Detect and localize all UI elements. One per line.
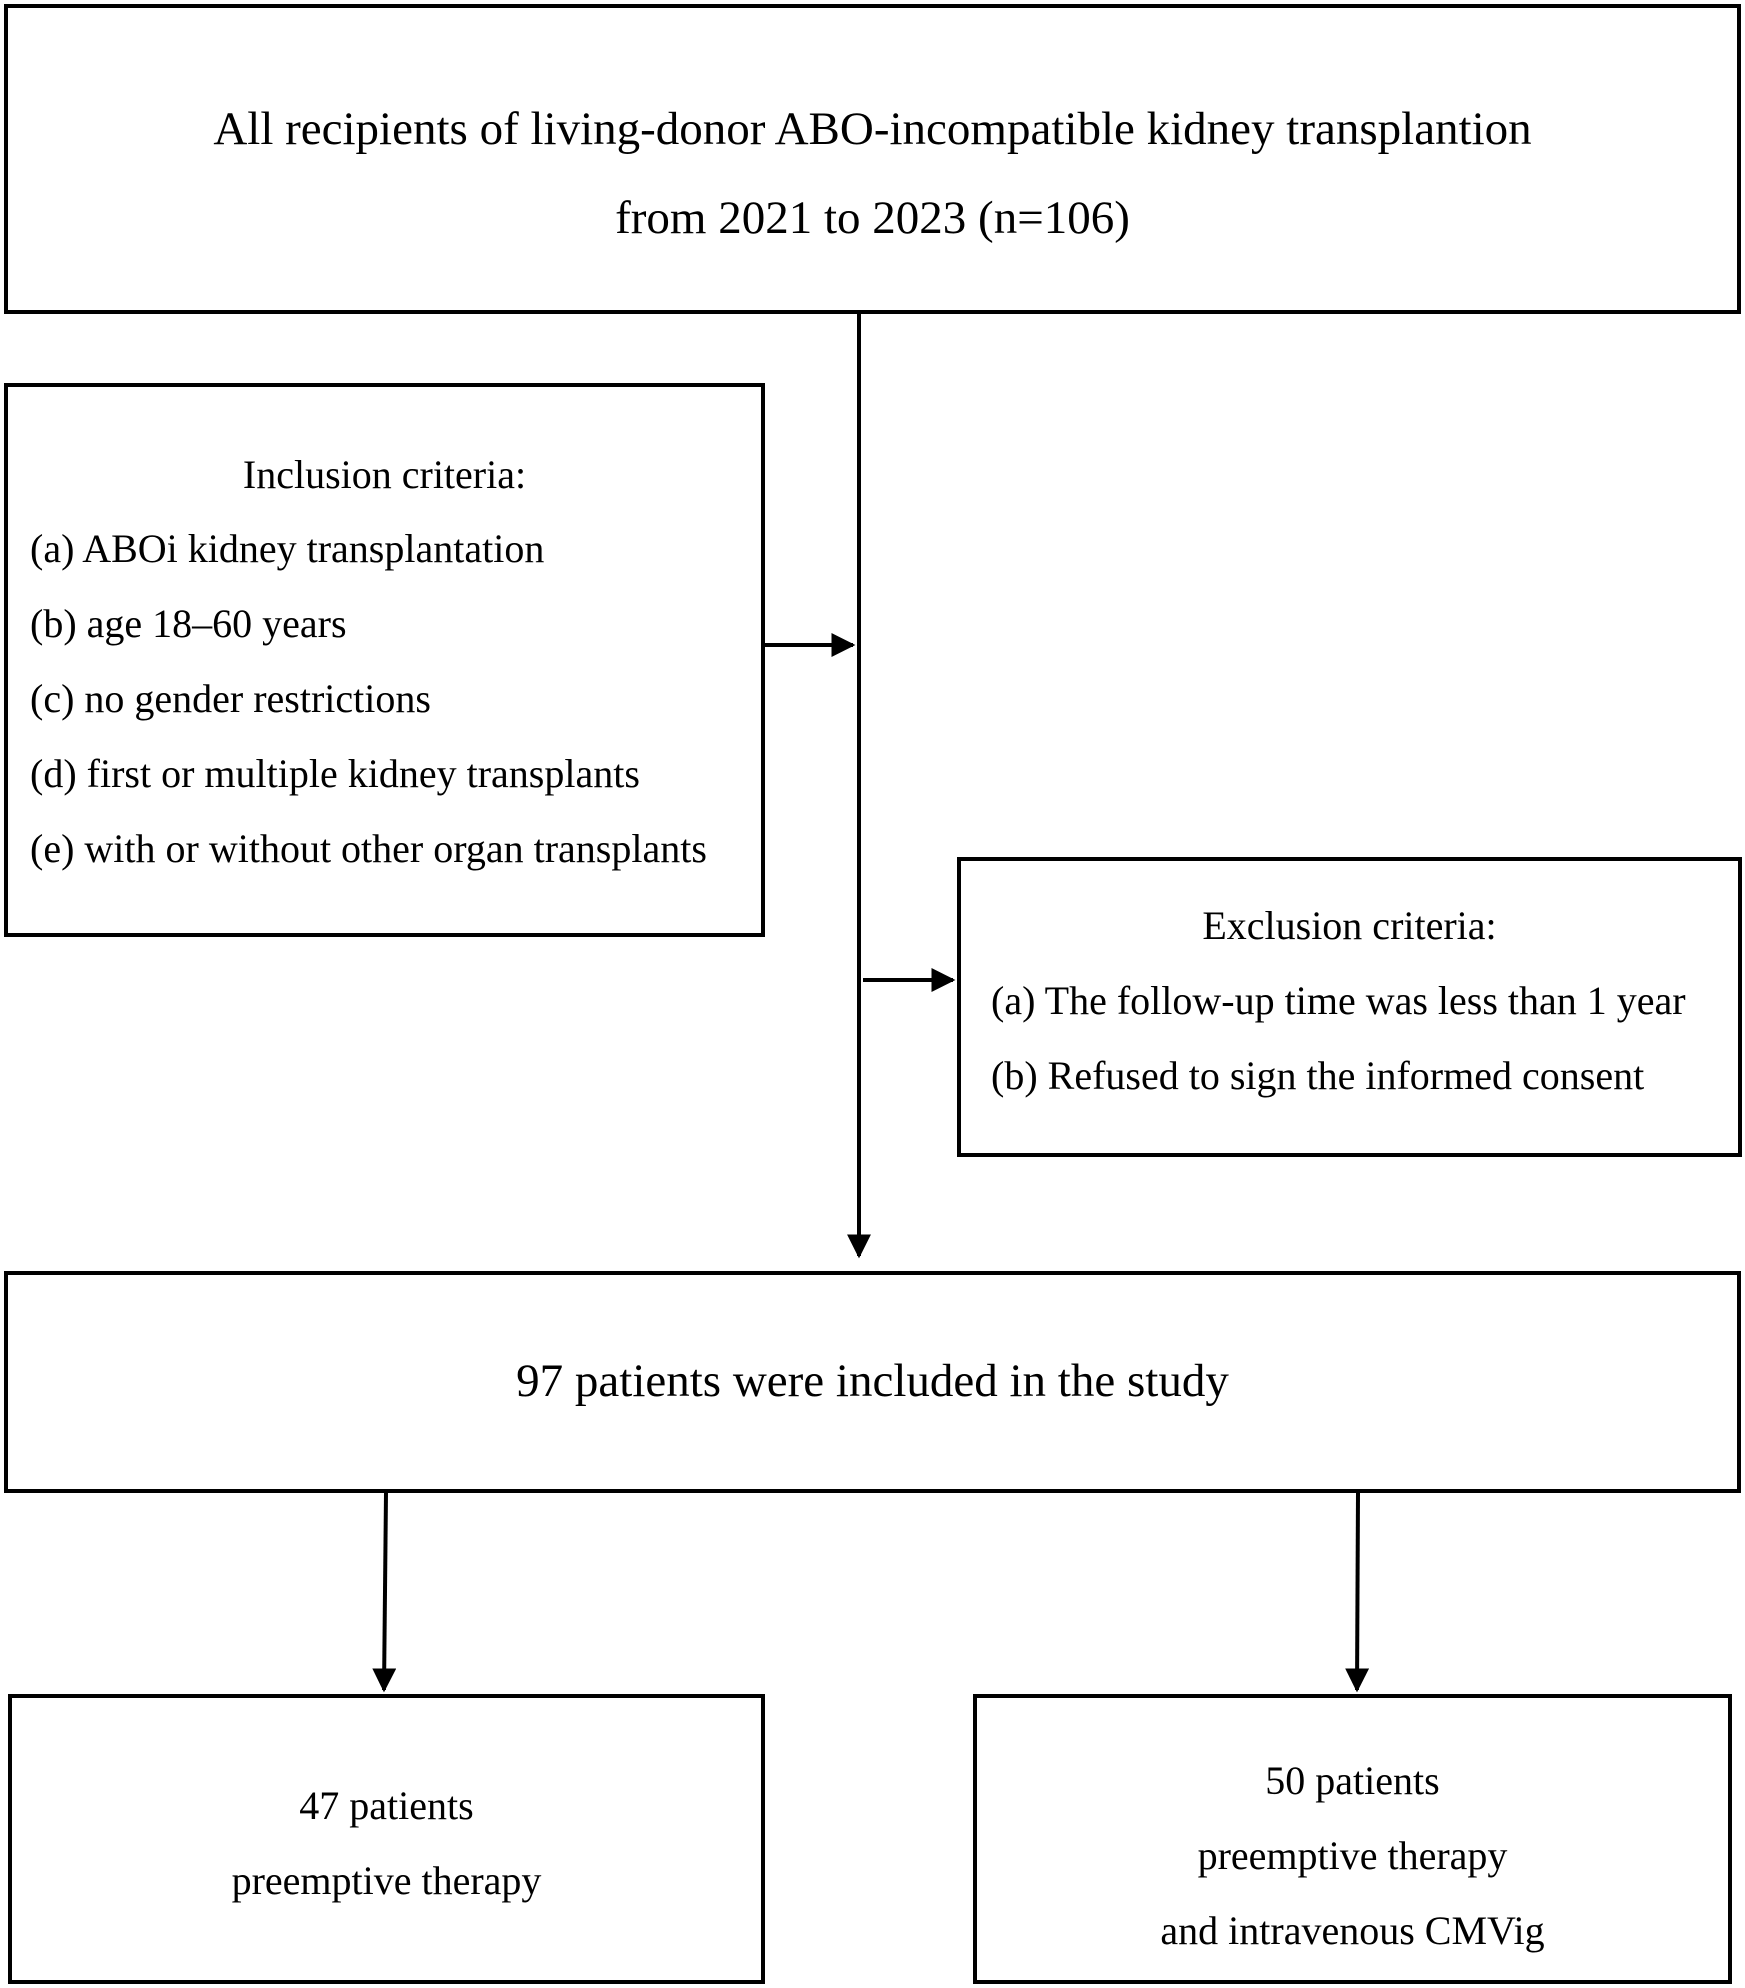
group-left-box: 47 patients preemptive therapy: [8, 1694, 765, 1984]
exclusion-criteria-box: Exclusion criteria: (a) The follow-up ti…: [957, 857, 1742, 1157]
enrollment-line-2: from 2021 to 2023 (n=106): [615, 192, 1130, 244]
inclusion-item-c: (c) no gender restrictions: [30, 676, 431, 721]
inclusion-item-e: (e) with or without other organ transpla…: [30, 826, 707, 871]
inclusion-item-b: (b) age 18–60 years: [30, 601, 347, 646]
group-right-line-2: preemptive therapy: [1197, 1833, 1508, 1878]
inclusion-item-d: (d) first or multiple kidney transplants: [30, 751, 640, 796]
inclusion-item-a: (a) ABOi kidney transplantation: [30, 526, 545, 571]
group-left-line-2: preemptive therapy: [231, 1858, 542, 1903]
enrollment-line-1: All recipients of living-donor ABO-incom…: [213, 103, 1532, 155]
exclusion-item-b: (b) Refused to sign the informed consent: [991, 1053, 1645, 1098]
right-group-arrow: [1345, 1492, 1370, 1693]
group-left-line-1: 47 patients: [299, 1783, 474, 1828]
group-right-line-3: and intravenous CMVig: [1160, 1908, 1545, 1953]
group-right-box: 50 patients preemptive therapy and intra…: [973, 1694, 1732, 1984]
included-text: 97 patients were included in the study: [516, 1355, 1229, 1407]
exclusion-item-a: (a) The follow-up time was less than 1 y…: [991, 978, 1686, 1023]
inclusion-criteria-title: Inclusion criteria:: [242, 452, 527, 497]
exclusion-criteria-title: Exclusion criteria:: [1202, 903, 1497, 948]
inclusion-criteria-box: Inclusion criteria: (a) ABOi kidney tran…: [4, 383, 765, 937]
group-right-line-1: 50 patients: [1265, 1758, 1440, 1803]
enrollment-box: All recipients of living-donor ABO-incom…: [4, 4, 1741, 314]
left-group-arrow: [372, 1492, 397, 1693]
included-box: 97 patients were included in the study: [4, 1271, 1741, 1493]
